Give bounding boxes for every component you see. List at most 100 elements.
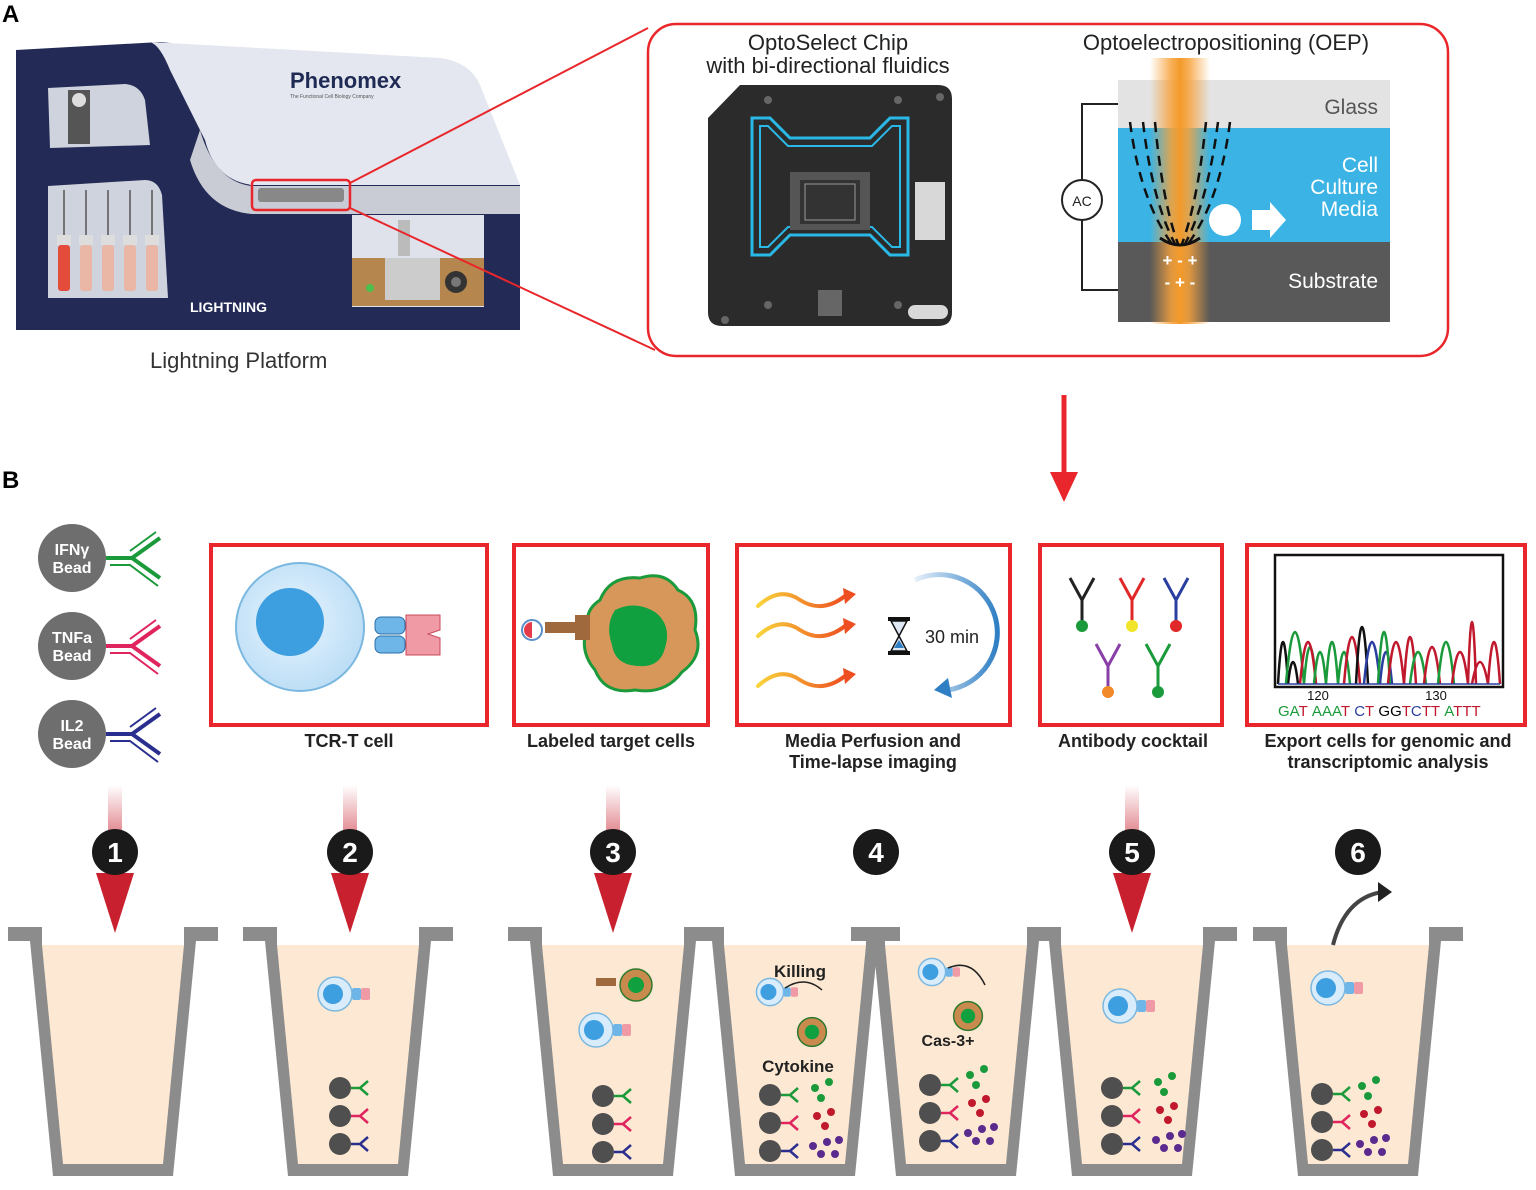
bead-antibody	[614, 1144, 632, 1160]
step-4	[853, 829, 899, 875]
sequence-base: A	[1312, 703, 1322, 720]
timer-icon	[888, 572, 1000, 698]
cytokine-dots	[964, 1065, 998, 1145]
well-wall	[1253, 927, 1463, 1176]
capture-bead	[592, 1113, 632, 1135]
bead-antibody	[1333, 1142, 1351, 1158]
cytokine	[1154, 1078, 1162, 1086]
tcr-ligand	[1146, 1000, 1155, 1012]
dna-sequence: GAT AAAT CT GGTCTT ATTT	[1278, 703, 1481, 720]
seq-tick-130: 130	[1425, 688, 1447, 703]
capture-bead	[759, 1084, 799, 1106]
step-1	[92, 829, 138, 875]
well-wall	[243, 927, 453, 1176]
sequence-base: T	[1472, 703, 1481, 720]
well-wall	[508, 927, 718, 1176]
cytokine	[811, 1084, 819, 1092]
bead-body	[329, 1133, 351, 1155]
well-media	[40, 945, 186, 1168]
cytokine	[1168, 1072, 1176, 1080]
cytokine	[1360, 1110, 1368, 1118]
step-6	[1335, 829, 1381, 875]
bead-body	[592, 1085, 614, 1107]
cytokine	[821, 1122, 829, 1130]
well-wall	[8, 927, 218, 1176]
cytokine	[972, 1137, 980, 1145]
target-nucleus	[804, 1024, 820, 1040]
cytokine	[1364, 1148, 1372, 1156]
cytokine	[968, 1099, 976, 1107]
target-label-tag	[596, 978, 616, 986]
cytokine-label: Cytokine	[762, 1057, 834, 1076]
cytokine	[986, 1137, 994, 1145]
tcr-ligand	[361, 988, 370, 1000]
box-export-caption-2: transcriptomic analysis	[1287, 752, 1488, 772]
perfusion-waves	[756, 592, 847, 688]
step-4-number: 4	[868, 837, 884, 868]
bead-antibody	[1333, 1086, 1351, 1102]
capture-bead	[1311, 1139, 1351, 1161]
bead-body	[759, 1084, 781, 1106]
antibody-cocktail-illustration	[1068, 577, 1190, 688]
bead-antibody	[941, 1077, 959, 1093]
cytokine	[966, 1071, 974, 1079]
capture-bead	[759, 1140, 799, 1162]
timer-text: 30 min	[925, 627, 979, 647]
device-label: LIGHTNING	[190, 299, 267, 315]
phenomex-logo: Phenomex	[290, 68, 402, 93]
cytokine	[982, 1095, 990, 1103]
bead-tnfa-line2: Bead	[52, 648, 91, 665]
cytokine	[1358, 1082, 1366, 1090]
media-label-2: Culture	[1310, 176, 1378, 199]
seq-tick-120: 120	[1307, 688, 1329, 703]
cytokine	[823, 1138, 831, 1146]
well-2	[243, 927, 453, 1176]
sequence-base: T	[1431, 703, 1440, 720]
bead-il2	[38, 700, 162, 768]
cytokine	[809, 1142, 817, 1150]
chromatogram-traces	[1276, 621, 1502, 685]
tcr-ligand	[622, 1024, 631, 1036]
sequence-base: A	[1332, 703, 1342, 720]
chip-title-2: with bi-directional fluidics	[705, 53, 949, 78]
capture-bead	[592, 1141, 632, 1163]
box-antibody	[1038, 543, 1224, 727]
bead-body	[1311, 1111, 1333, 1133]
instrument-window-top	[48, 84, 150, 148]
step-5-number: 5	[1124, 837, 1140, 868]
cytokine	[1372, 1076, 1380, 1084]
cytokine	[964, 1129, 972, 1137]
target-cell	[952, 1000, 984, 1032]
sequence-base: T	[1365, 703, 1374, 720]
target-nucleus	[960, 1008, 976, 1024]
well-media	[540, 945, 686, 1168]
box-perfusion-caption-1: Media Perfusion and	[785, 731, 961, 751]
reagent-tubes	[57, 190, 159, 291]
phenomex-tagline: The Functional Cell Biology Company	[290, 94, 374, 100]
media-label-3: Media	[1321, 198, 1379, 221]
sequence-base: T	[1422, 703, 1431, 720]
cas3-arrow	[947, 964, 986, 986]
tcr-receptor	[783, 987, 791, 997]
bead-il2-line1: IL2	[60, 718, 83, 735]
chip-slot-highlight	[250, 178, 352, 212]
capture-bead	[919, 1074, 959, 1096]
bead-antibody	[351, 1136, 369, 1152]
ac-label: AC	[1072, 193, 1091, 209]
tcr-t-cell	[917, 957, 960, 987]
box-target-caption: Labeled target cells	[527, 731, 695, 751]
tcell-nucleus	[922, 964, 939, 980]
capture-bead	[1101, 1133, 1141, 1155]
capture-bead	[1311, 1111, 1351, 1133]
charges-bottom: - + -	[1165, 273, 1196, 292]
well-5	[851, 927, 1061, 1176]
well-wall	[690, 927, 900, 1176]
cytokine	[1178, 1130, 1186, 1138]
tcr-t-cell	[1102, 988, 1155, 1024]
tcell-nucleus	[760, 984, 777, 1000]
tcr-receptor	[1345, 982, 1354, 994]
cytokine	[1356, 1140, 1364, 1148]
bead-antibody	[1123, 1108, 1141, 1124]
cytokine	[1174, 1144, 1182, 1152]
capture-bead	[329, 1077, 369, 1099]
